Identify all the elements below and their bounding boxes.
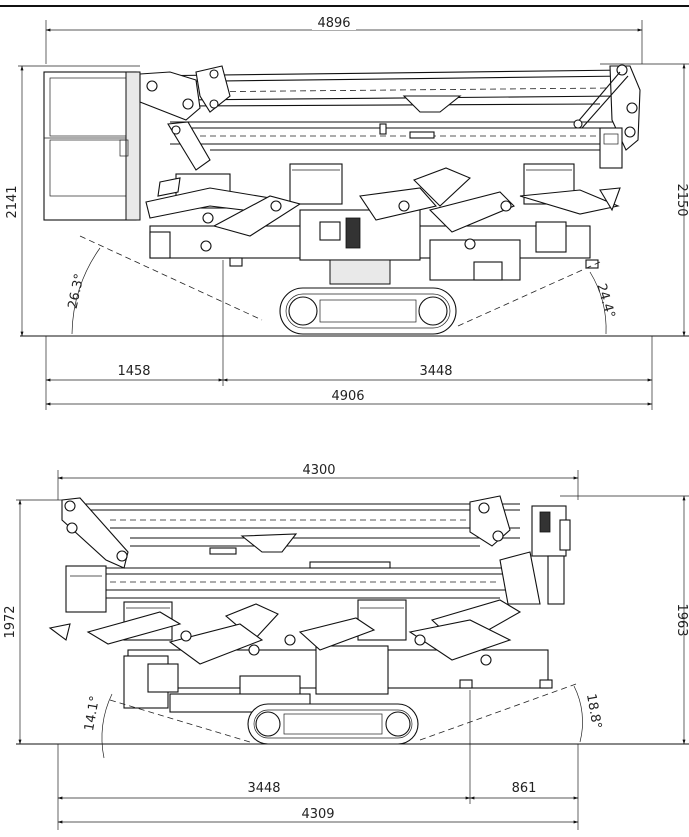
top-dim-1458-label: 1458 — [117, 364, 150, 379]
top-dim-2141-label: 2141 — [5, 185, 20, 218]
bottom-dim-4300-label: 4300 — [302, 463, 335, 478]
bottom-angle-arc-right — [573, 685, 583, 743]
bottom-stability-line-right — [419, 683, 577, 741]
bottom-dim-wheelbase-overhang: 3448 861 4309 — [57, 690, 579, 830]
bottom-dim-3448-label: 3448 — [247, 781, 280, 796]
top-drawing: 4896 2141 2150 — [5, 16, 689, 410]
top-angle-arc-right — [589, 271, 607, 335]
bottom-boom — [61, 495, 571, 613]
bottom-stability-line-left — [109, 699, 251, 743]
top-dim-height-left: 2141 — [5, 65, 140, 337]
top-stability-line-right — [457, 261, 601, 327]
top-boom — [139, 64, 641, 171]
bottom-track — [247, 703, 419, 745]
bottom-chassis — [48, 599, 553, 713]
bottom-angle-right-label: 18.8° — [583, 693, 604, 731]
top-chassis — [145, 163, 621, 285]
top-dim-overhang-wheelbase: 1458 3448 4906 — [45, 260, 653, 410]
top-dim-3448-label: 3448 — [419, 364, 452, 379]
bottom-angle-arc-left — [101, 693, 113, 759]
top-dim-4906-label: 4906 — [331, 389, 364, 404]
bottom-angle-left-label: 14.1° — [82, 695, 103, 733]
bottom-dim-1972-label: 1972 — [3, 605, 18, 638]
bottom-drawing: 4300 1972 1963 — [3, 463, 689, 830]
top-angle-arc-left — [71, 247, 101, 335]
top-dim-2150-label: 2150 — [674, 183, 689, 216]
top-dim-overall-length-upper: 4896 — [45, 16, 643, 64]
top-stability-line-left — [79, 235, 263, 321]
bottom-dim-height-right: 1963 — [560, 495, 689, 745]
top-track — [279, 287, 457, 335]
top-dim-4896-label: 4896 — [317, 16, 350, 31]
top-angle-right-label: 24.4° — [593, 282, 617, 320]
bottom-dim-height-left: 1972 — [3, 499, 80, 745]
bottom-dim-1963-label: 1963 — [674, 603, 689, 636]
top-dim-height-right: 2150 — [600, 63, 689, 337]
top-angle-left-label: 26.3° — [66, 272, 88, 310]
bottom-dim-4309-label: 4309 — [301, 807, 334, 822]
top-platform-basket — [43, 71, 141, 221]
bottom-dim-overall-length-upper: 4300 — [57, 463, 579, 500]
bottom-dim-861-label: 861 — [512, 781, 537, 796]
